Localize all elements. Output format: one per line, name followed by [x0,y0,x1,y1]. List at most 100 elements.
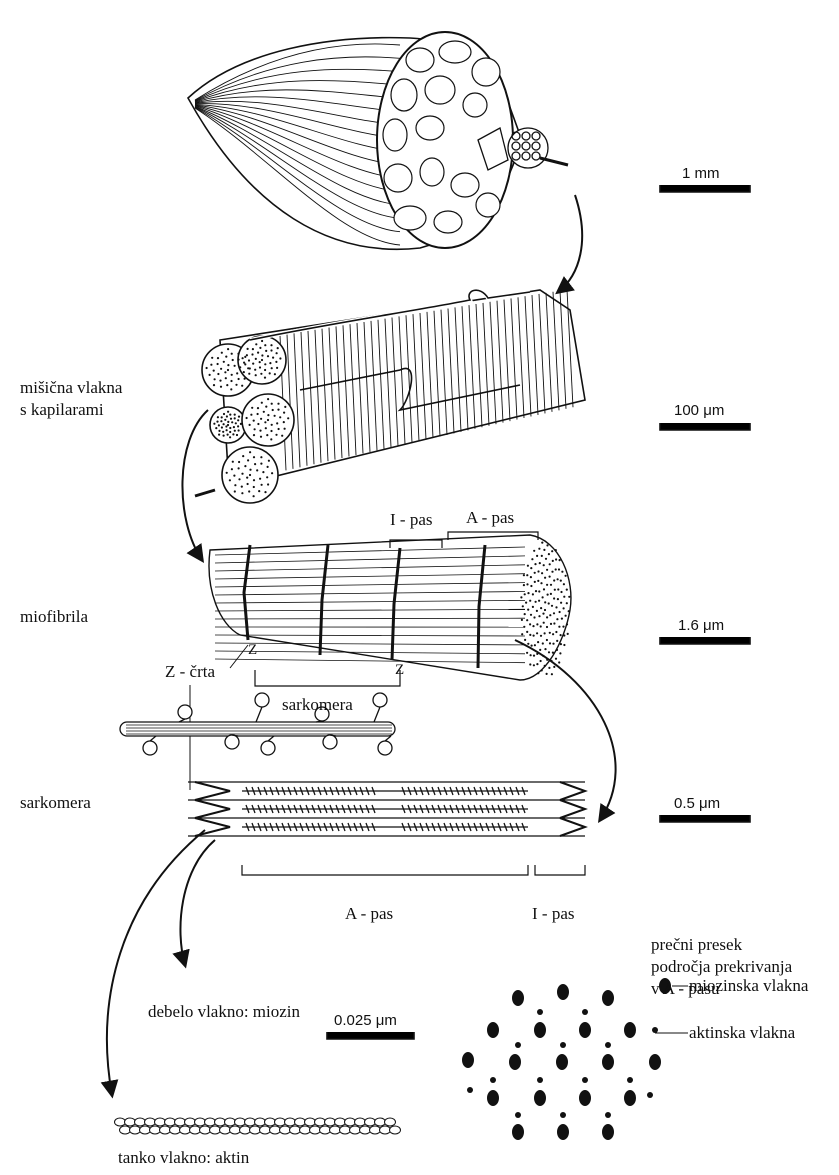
endcap-dot [526,574,528,576]
fibril-dot [231,374,233,376]
label-cross-section-2: področja prekrivanja [651,957,792,977]
fibril-dot [238,429,240,431]
endcap-dot [550,584,552,586]
fibril-dot [226,429,228,431]
endcap-dot [553,597,555,599]
fibril-dot [267,398,269,400]
endcap-dot [536,610,538,612]
fibril-dot [225,377,227,379]
myosin-dot [487,1090,499,1106]
fibril-dot [266,434,268,436]
endcap-dot [541,542,543,544]
fibril-dot [247,348,249,350]
fibril-dot [257,423,259,425]
endcap-dot [527,592,529,594]
endcap-dot [546,626,548,628]
fibril-dot [225,425,227,427]
fibril-dot [249,451,251,453]
actin-bead [260,1126,271,1134]
endcap-dot [543,588,545,590]
myosin-head [178,705,192,719]
fascicle [463,93,487,117]
endcap-dot [527,643,529,645]
fibril-dot [253,456,255,458]
fibril-dot [250,414,252,416]
myosin-dot [579,1090,591,1106]
actin-dot [605,1112,611,1118]
fibril-dot [244,363,246,365]
fibril-dot [227,434,229,436]
fibril-dot [264,369,266,371]
actin-dot [515,1042,521,1048]
endcap-dot [531,645,533,647]
endcap-dot [555,606,557,608]
myosin-dot [649,1054,661,1070]
fascicle [439,41,471,63]
fibril-dot [232,461,234,463]
endcap-dot [530,567,532,569]
fibril-dot [213,423,215,425]
label-z-mark-2: Z [395,660,404,680]
fibril-dot [267,483,269,485]
fibril-dot [241,385,243,387]
endcap-dot [552,560,554,562]
z-zigzag [195,800,230,818]
endcap-dot [552,643,554,645]
fibril-dot [231,468,233,470]
actin-bead [145,1118,156,1126]
fibril-dot [252,363,254,365]
endcap-dot [556,618,558,620]
fascicle [384,164,412,192]
fibril-dot [257,407,259,409]
fibril-dot [275,434,277,436]
endcap-dot [568,610,570,612]
endcap-dot [536,663,538,665]
scale-label-sarcomere: 0.5 μm [674,795,720,812]
fibril-dot [244,465,246,467]
fibril-dot [241,473,243,475]
endcap-dot [543,622,545,624]
fibril-dot [284,406,286,408]
myosin-dot [534,1022,546,1038]
fibril-dot [222,431,224,433]
actin-bead [120,1126,131,1134]
endcap-dot [538,600,540,602]
fibril-dot [277,409,279,411]
fibril-dot [210,364,212,366]
fibril-dot [227,348,229,350]
fibril-dot [247,483,249,485]
fibril-dot [249,469,251,471]
fibril-dot [221,426,223,428]
actin-bead [255,1118,266,1126]
myosin-neck [150,736,156,741]
endcap-dot [541,669,543,671]
actin-bead [150,1126,161,1134]
fibril-dot [261,402,263,404]
fibril-dot [249,474,251,476]
fibril-dot [252,348,254,350]
endcap-dot [555,658,557,660]
fibril-dot [221,352,223,354]
myosin-dot [512,990,524,1006]
fibril-dot [259,361,261,363]
endcap-dot [545,558,547,560]
fibril-dot [270,344,272,346]
thin-filament [115,1118,401,1134]
fibril-dot [283,412,285,414]
fibril-dot [247,459,249,461]
fibril-dot [267,466,269,468]
endcap-dot [530,576,532,578]
fascicle [394,206,426,230]
actin-bead [230,1126,241,1134]
fibril-dot [268,460,270,462]
fibril-dot [227,421,229,423]
fibril-dot [258,490,260,492]
actin-bead [345,1118,356,1126]
fibril-dot [218,430,220,432]
fibril-dot [249,367,251,369]
fibril-dot [261,359,263,361]
fascicle [420,158,444,186]
actin-bead [375,1118,386,1126]
endcap-dot [565,615,567,617]
endcap-dot [533,616,535,618]
